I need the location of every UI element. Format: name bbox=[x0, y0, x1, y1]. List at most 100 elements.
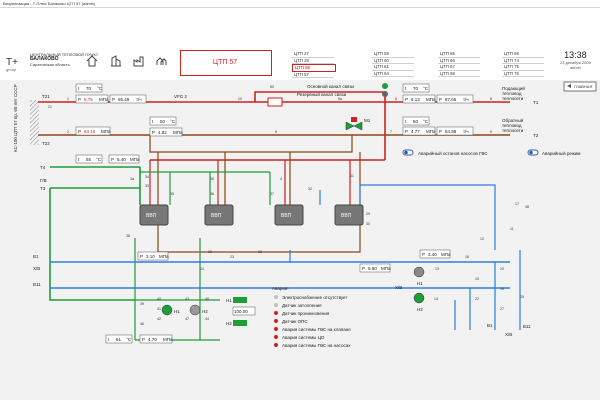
node-number: 34 bbox=[145, 175, 149, 179]
line-t2: Т2 bbox=[533, 133, 539, 138]
line-t1: Т1 bbox=[533, 100, 539, 105]
node-number: 18 bbox=[465, 255, 469, 259]
clock-date: 23 декабря 2009 bbox=[560, 60, 591, 65]
main-link-indicator-icon bbox=[382, 83, 388, 89]
node-number: 4 bbox=[280, 177, 282, 181]
svg-text:t: t bbox=[152, 119, 154, 124]
reading-t1-flow: P 65.49 т/ч bbox=[109, 94, 147, 104]
point-link[interactable]: ЦТП 69 bbox=[502, 51, 544, 58]
svg-text:°С: °С bbox=[170, 119, 176, 124]
point-link[interactable]: ЦТП 57 bbox=[292, 72, 334, 79]
svg-text:МПа: МПа bbox=[101, 129, 111, 134]
point-link[interactable]: ЦТП 27 bbox=[292, 51, 334, 58]
return-label: Обратный bbox=[502, 117, 524, 123]
company-logo: Т+ group bbox=[3, 51, 25, 73]
pump-h2-status-icon bbox=[233, 320, 247, 326]
point-link[interactable]: ЦТП 65 bbox=[438, 51, 480, 58]
point-link[interactable]: ЦТП 66 bbox=[438, 58, 480, 65]
window-titlebar: Визуализация - Т-Плюс Балаково ЦТП 57 (a… bbox=[0, 0, 600, 8]
point-link[interactable]: ЦТП 61 bbox=[372, 64, 414, 71]
svg-text:100.00: 100.00 bbox=[234, 309, 248, 314]
alarm-list: Электроснабжение отсутствует Датчик зато… bbox=[274, 295, 351, 348]
svg-text:t: t bbox=[108, 337, 110, 342]
alarm-indicator-icon bbox=[274, 311, 278, 315]
svg-text:МПа: МПа bbox=[130, 157, 140, 162]
node-number: 6 bbox=[395, 97, 397, 101]
node-number: 1 bbox=[67, 97, 69, 101]
svg-text:МПа: МПа bbox=[426, 129, 436, 134]
buildings-icon[interactable] bbox=[110, 54, 122, 68]
reading-t1-pressure: P 5.75 МПа bbox=[75, 94, 109, 104]
svg-text:°С: °С bbox=[97, 86, 103, 91]
node-number: 44 bbox=[205, 317, 209, 321]
cw-drops bbox=[454, 250, 521, 330]
node-number: 47 bbox=[185, 317, 189, 321]
svg-text:МПа: МПа bbox=[163, 337, 173, 342]
line-xv2: Х/В bbox=[505, 332, 512, 337]
point-link[interactable]: ЦТП 67 bbox=[438, 64, 480, 71]
node-number: 23 bbox=[230, 255, 234, 259]
clock: 13:38 23 декабря 2009 admin bbox=[560, 50, 591, 70]
node-number: 21 bbox=[48, 105, 52, 109]
point-link[interactable]: ЦТП 75 bbox=[502, 64, 544, 71]
heat-exchanger-3[interactable]: ВВП bbox=[274, 204, 304, 226]
point-link[interactable]: ЦТП 56 bbox=[292, 64, 336, 72]
point-link[interactable]: ЦТП 64 bbox=[372, 71, 414, 78]
heat-exchanger-2[interactable]: ВВП bbox=[204, 204, 234, 226]
svg-text:МПа: МПа bbox=[99, 97, 109, 102]
reading-t4-temp: t 55 °С bbox=[75, 154, 103, 164]
tile-active-point[interactable] bbox=[180, 50, 272, 76]
active-point-title: ЦТП 57 bbox=[212, 59, 238, 66]
node-number: 24 bbox=[200, 267, 204, 271]
svg-text:М1: М1 bbox=[364, 118, 371, 123]
point-link[interactable]: ЦТП 76 bbox=[502, 71, 544, 78]
node-number: 40 bbox=[157, 297, 161, 301]
svg-text:63.10: 63.10 bbox=[84, 129, 96, 134]
svg-text:МПа: МПа bbox=[426, 97, 436, 102]
logo-text: Т+ bbox=[6, 57, 18, 68]
alarm-text: Авария системы ЦО bbox=[282, 335, 325, 340]
node-number: 20 bbox=[500, 267, 504, 271]
svg-text:P: P bbox=[439, 97, 442, 102]
pump-stop-toggle[interactable] bbox=[402, 149, 414, 156]
gvs-pump-loop bbox=[134, 238, 220, 341]
svg-text:P: P bbox=[422, 252, 425, 257]
svg-text:P: P bbox=[140, 254, 143, 259]
node-number: 38 bbox=[126, 234, 130, 238]
node-number: 45 bbox=[205, 297, 209, 301]
line-b1: В1 bbox=[33, 254, 39, 259]
heat-exchanger-4[interactable]: ВВП bbox=[334, 204, 364, 226]
svg-text:70: 70 bbox=[413, 86, 419, 91]
point-link[interactable]: ЦТП 59 bbox=[372, 51, 414, 58]
point-link[interactable]: ЦТП 74 bbox=[502, 58, 544, 65]
vertical-info: КС-100 ЦТП 57 пр. 60 лет СССР bbox=[13, 84, 18, 152]
main-button[interactable]: ГЛАВНАЯ bbox=[563, 81, 597, 92]
emergency-mode-toggle[interactable] bbox=[527, 149, 539, 156]
alarm-indicator-icon bbox=[274, 343, 278, 347]
node-number: 5a bbox=[338, 97, 342, 101]
pump-right-h1[interactable]: Н1 bbox=[413, 266, 425, 286]
return-bottom bbox=[157, 225, 361, 253]
node-number: 50 bbox=[270, 85, 274, 89]
heat-exchanger-1[interactable]: ВВП bbox=[139, 204, 169, 226]
valve-m1[interactable]: М1 bbox=[345, 117, 371, 131]
factory-icon[interactable] bbox=[133, 54, 145, 68]
pump-h1[interactable]: Н1 bbox=[161, 304, 180, 316]
line-xv: Х/В bbox=[33, 266, 40, 271]
svg-text:P: P bbox=[405, 129, 408, 134]
group-icon[interactable] bbox=[155, 54, 167, 68]
supply-label: тепловод bbox=[502, 91, 522, 96]
reading-t4-pressure: P 5.40 МПа bbox=[108, 154, 140, 164]
reading-bottom-pressure: P 4.70 МПа bbox=[139, 334, 173, 344]
pump-h2[interactable]: Н2 bbox=[189, 304, 208, 316]
points-col3: ЦТП 65 ЦТП 66 ЦТП 67 ЦТП 68 bbox=[438, 51, 480, 78]
svg-text:P: P bbox=[78, 129, 81, 134]
svg-text:3.40: 3.40 bbox=[428, 252, 437, 257]
main-link-label: Основной канал связи bbox=[307, 83, 354, 89]
alarm-text: Авария системы ГВС на клапане bbox=[282, 327, 351, 332]
point-link[interactable]: ЦТП 28 bbox=[292, 58, 334, 65]
point-link[interactable]: ЦТП 68 bbox=[438, 71, 480, 78]
point-link[interactable]: ЦТП 60 bbox=[372, 58, 414, 65]
pump-right-h2[interactable]: Н2 bbox=[413, 292, 425, 312]
home-icon[interactable] bbox=[86, 54, 98, 68]
